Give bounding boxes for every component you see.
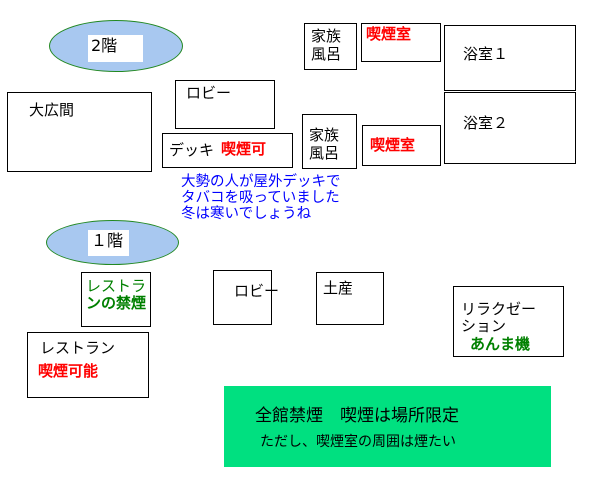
- notice-subtitle: ただし、喫煙室の周囲は煙たい: [260, 434, 456, 450]
- bath-2: 浴室２: [444, 92, 576, 164]
- family-bath-1: 家族風呂: [304, 23, 357, 70]
- deck-note-line3: 冬は寒いでしょうね: [181, 206, 312, 222]
- great-hall-label: 大広間: [29, 101, 75, 119]
- massage-chair-label: あんま機: [470, 335, 531, 353]
- notice-box: 全館禁煙 喫煙は場所限定 ただし、喫煙室の周囲は煙たい: [224, 386, 551, 467]
- deck-note-line1: 大勢の人が屋外デッキで: [181, 174, 341, 190]
- relaxation-line1: リラクゼー: [461, 300, 537, 318]
- family-bath-2: 家族風呂: [302, 114, 357, 169]
- lobby-1f: ロビー: [213, 270, 279, 325]
- notice-title: 全館禁煙 喫煙は場所限定: [255, 406, 459, 426]
- restaurant-nonsmoking-line2: ンの禁煙: [86, 294, 147, 312]
- smoking-room-2-label: 喫煙室: [370, 136, 416, 154]
- family-bath-2-line1: 家族: [309, 126, 340, 144]
- deck-label: デッキ: [169, 141, 215, 159]
- relaxation-line2: ション: [461, 317, 507, 335]
- lobby-2f: ロビー: [175, 80, 275, 129]
- family-bath-2-line2: 風呂: [309, 144, 340, 162]
- souvenir-shop: 土産: [316, 272, 384, 325]
- deck-smoking-label: 喫煙可: [221, 140, 267, 158]
- family-bath-1-line2: 風呂: [311, 45, 342, 63]
- floor1-label: １階: [88, 230, 129, 256]
- smoking-room-2: 喫煙室: [362, 125, 441, 166]
- restaurant: レストラン喫煙可能: [27, 332, 149, 398]
- bath-1: 浴室１: [444, 25, 576, 91]
- great-hall: 大広間: [7, 92, 152, 172]
- restaurant-nonsmoking-line1: レストラ: [86, 277, 147, 295]
- deck-note: 大勢の人が屋外デッキで タバコを吸っていました 冬は寒いでしょうね: [181, 174, 341, 222]
- smoking-room-1-label: 喫煙室: [366, 25, 412, 43]
- bath-2-label: 浴室２: [463, 114, 509, 132]
- restaurant-nonsmoking: レストランの禁煙: [81, 272, 151, 327]
- lobby-1f-label: ロビー: [234, 282, 280, 300]
- bath-1-label: 浴室１: [463, 45, 509, 63]
- souvenir-label: 土産: [323, 279, 354, 297]
- restaurant-smoking-label: 喫煙可能: [38, 362, 99, 380]
- relaxation-room: リラクゼーションあんま機: [453, 286, 564, 357]
- restaurant-label: レストラン: [40, 339, 116, 357]
- smoking-room-1: 喫煙室: [361, 23, 441, 62]
- family-bath-1-line1: 家族: [311, 27, 342, 45]
- floor2-label: 2階: [88, 35, 143, 62]
- deck-note-line2: タバコを吸っていました: [181, 190, 340, 206]
- deck: デッキ喫煙可: [162, 133, 293, 168]
- lobby-2f-label: ロビー: [186, 84, 232, 102]
